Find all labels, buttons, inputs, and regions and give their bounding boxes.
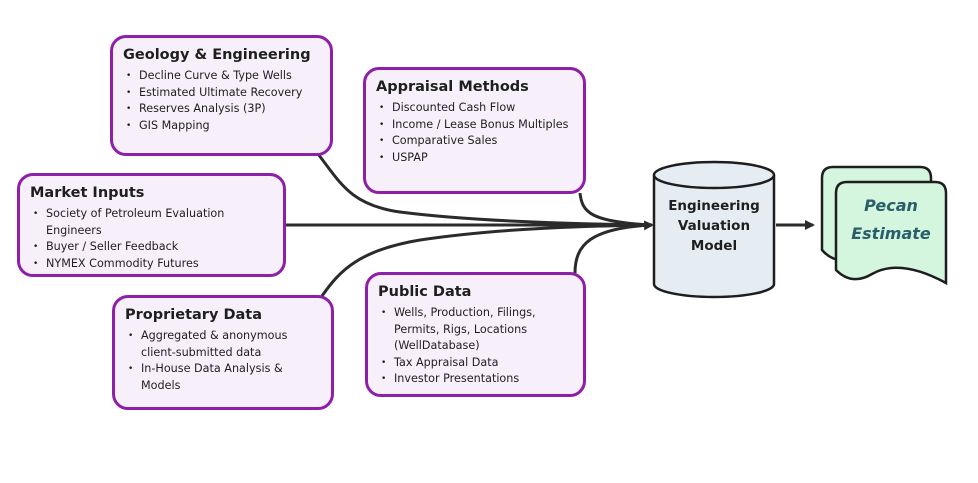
card-appraisal-methods: Appraisal Methods Discounted Cash Flow I… (363, 67, 586, 194)
connector-appraisal (578, 192, 653, 227)
list-item: Investor Presentations (378, 371, 573, 388)
card-public-data: Public Data Wells, Production, Filings, … (365, 272, 586, 397)
card-list: Society of Petroleum Evaluation Engineer… (30, 206, 273, 272)
card-list: Aggregated & anonymous client-submitted … (125, 328, 321, 394)
list-item: NYMEX Commodity Futures (30, 256, 273, 273)
connector-public (573, 220, 654, 274)
list-item: Wells, Production, Filings, Permits, Rig… (378, 305, 573, 355)
pecan-estimate-label: Pecan Estimate (851, 196, 931, 243)
list-item: In-House Data Analysis & Models (125, 361, 321, 394)
card-title: Geology & Engineering (123, 47, 311, 63)
list-item: Buyer / Seller Feedback (30, 239, 273, 256)
list-item: Decline Curve & Type Wells (123, 68, 320, 85)
connector-proprietary (320, 223, 653, 297)
card-geology-engineering: Geology & Engineering Decline Curve & Ty… (110, 35, 333, 156)
list-item: GIS Mapping (123, 118, 320, 135)
list-item: Reserves Analysis (3P) (123, 101, 320, 118)
card-list: Wells, Production, Filings, Permits, Rig… (378, 305, 573, 388)
list-item: Discounted Cash Flow (376, 100, 573, 117)
card-title: Appraisal Methods (376, 79, 529, 95)
list-item: USPAP (376, 150, 573, 167)
card-title: Proprietary Data (125, 307, 262, 323)
valuation-model-label: Engineering Valuation Model (668, 198, 760, 254)
list-item: Income / Lease Bonus Multiples (376, 117, 573, 134)
card-proprietary-data: Proprietary Data Aggregated & anonymous … (112, 295, 334, 410)
card-title: Public Data (378, 284, 472, 300)
card-list: Discounted Cash Flow Income / Lease Bonu… (376, 100, 573, 166)
card-list: Decline Curve & Type Wells Estimated Ult… (123, 68, 320, 134)
card-market-inputs: Market Inputs Society of Petroleum Evalu… (17, 173, 286, 277)
list-item: Aggregated & anonymous client-submitted … (125, 328, 321, 361)
valuation-model-cylinder (652, 160, 776, 299)
list-item: Estimated Ultimate Recovery (123, 85, 320, 102)
list-item: Tax Appraisal Data (378, 355, 573, 372)
pecan-estimate-document-stack (820, 165, 948, 286)
list-item: Society of Petroleum Evaluation Engineer… (30, 206, 273, 239)
card-title: Market Inputs (30, 185, 145, 201)
list-item: Comparative Sales (376, 133, 573, 150)
